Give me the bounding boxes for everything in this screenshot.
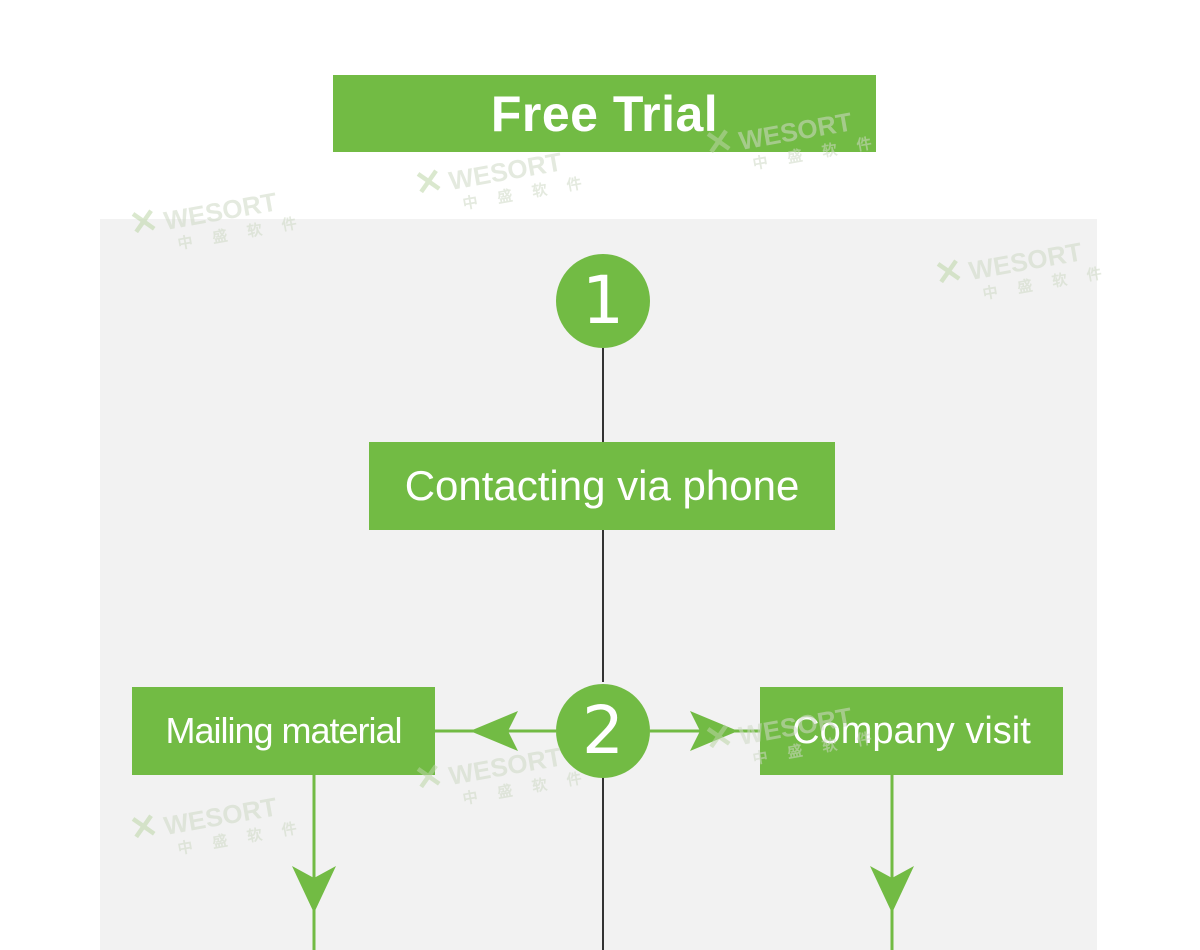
- contact-phone-box: Contacting via phone: [369, 442, 835, 530]
- right-arrow-icon: [690, 711, 738, 751]
- company-visit-box: Company visit: [760, 687, 1063, 775]
- step-one-circle: 1: [556, 254, 650, 348]
- page-title: Free Trial: [333, 75, 876, 152]
- left-down-arrow-icon: [292, 866, 336, 913]
- right-down-arrow-icon: [870, 866, 914, 913]
- step-two-circle: 2: [556, 684, 650, 778]
- mailing-material-box: Mailing material: [132, 687, 435, 775]
- left-arrow-icon: [470, 711, 518, 751]
